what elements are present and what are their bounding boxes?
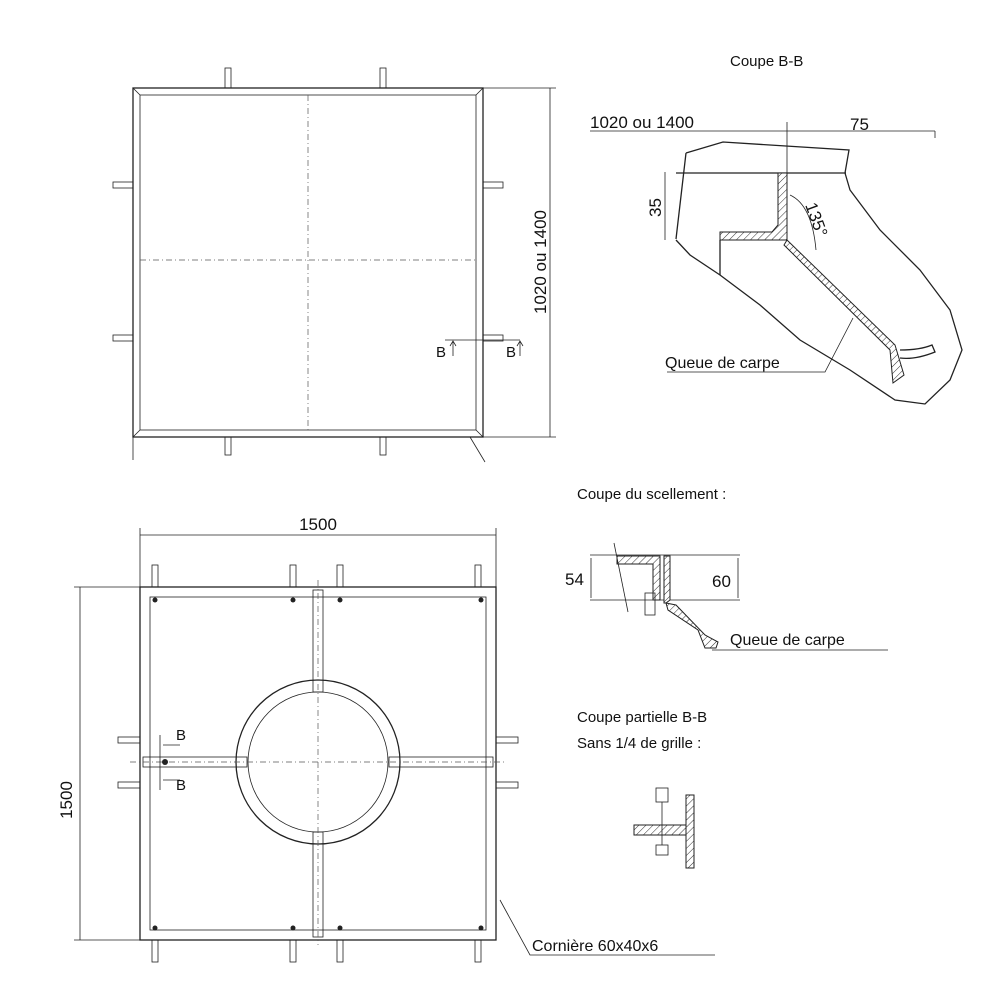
angle-label: 135°	[801, 200, 831, 240]
section-mark-b: B	[176, 727, 186, 744]
queue-de-carpe-label: Queue de carpe	[730, 632, 845, 649]
top-view-height-dimension: 1020 ou 1400	[483, 87, 556, 438]
queue-de-carpe-label: Queue de carpe	[665, 355, 780, 372]
dim-width-label: 1020 ou 1400	[590, 113, 694, 132]
partial-section-drawing	[633, 787, 695, 869]
sealing-section-title: Coupe du scellement :	[577, 486, 726, 503]
profile-label: Cornière 60x40x6	[532, 938, 658, 955]
top-view-frame	[112, 67, 520, 463]
partial-section-title: Coupe partielle B-B	[577, 709, 707, 726]
dim-width-label: 1500	[299, 515, 337, 534]
partial-section-subtitle: Sans 1/4 de grille :	[577, 735, 701, 752]
dim-left-label: 54	[565, 570, 584, 589]
bottom-view-height-dimension: 1500	[57, 586, 140, 941]
section-bb-drawing: 1020 ou 1400 75 35 135° Queue de carpe	[590, 113, 963, 405]
dim-height-label: 1020 ou 1400	[531, 210, 550, 314]
dim-height-label: 1500	[57, 781, 76, 819]
dim-right-label: 60	[712, 572, 731, 591]
dim-height-label: 35	[646, 198, 665, 217]
dim-offset-label: 75	[850, 115, 869, 134]
bottom-view-width-dimension: 1500	[139, 515, 497, 587]
sealing-section-drawing: 54 60 Queue de carpe	[565, 542, 888, 651]
bottom-view-frame	[117, 564, 519, 963]
section-mark-b: B	[176, 777, 186, 794]
section-bb-title: Coupe B-B	[730, 53, 803, 70]
section-mark-b: B	[506, 344, 516, 361]
section-mark-b: B	[436, 344, 446, 361]
